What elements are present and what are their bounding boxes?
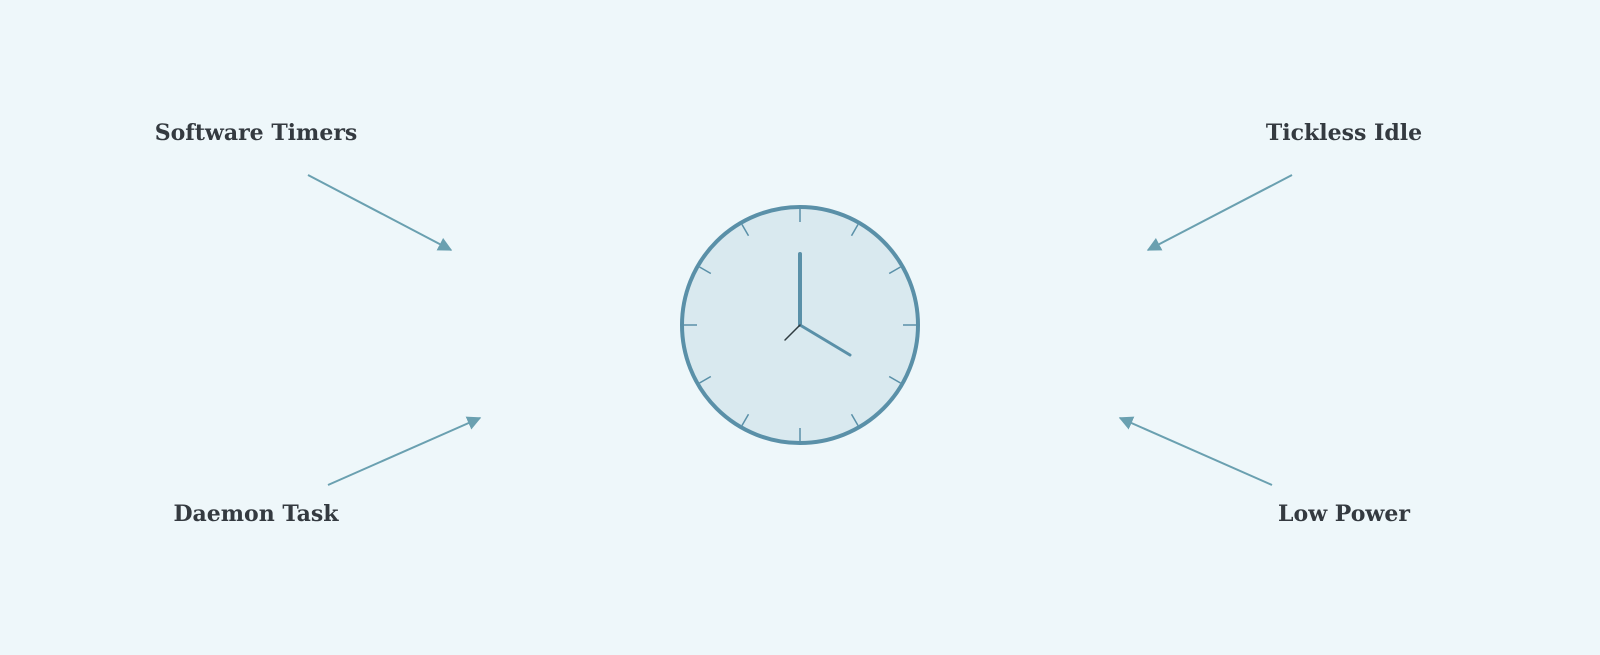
clock-short-hand (798, 323, 852, 357)
label-software-timers: Software Timers (155, 120, 358, 146)
clock-tick (741, 224, 750, 237)
clock-tick (850, 224, 859, 237)
clock-tick (888, 375, 901, 384)
clock-tick (741, 413, 750, 426)
clock-second-hand (784, 324, 801, 341)
clock-tick (888, 266, 901, 275)
label-daemon-task: Daemon Task (173, 501, 339, 527)
clock-tick (699, 375, 712, 384)
clock-tick (699, 266, 712, 275)
label-low-power: Low Power (1278, 501, 1410, 527)
arrow-daemon-task (327, 416, 482, 486)
clock-tick-marks (684, 209, 916, 441)
arrow-software-timers (307, 174, 453, 251)
clock-tick (850, 413, 859, 426)
label-tickless-idle: Tickless Idle (1266, 120, 1422, 146)
arrow-low-power (1118, 416, 1273, 486)
arrow-tickless-idle (1146, 174, 1293, 251)
clock-icon (680, 205, 920, 445)
